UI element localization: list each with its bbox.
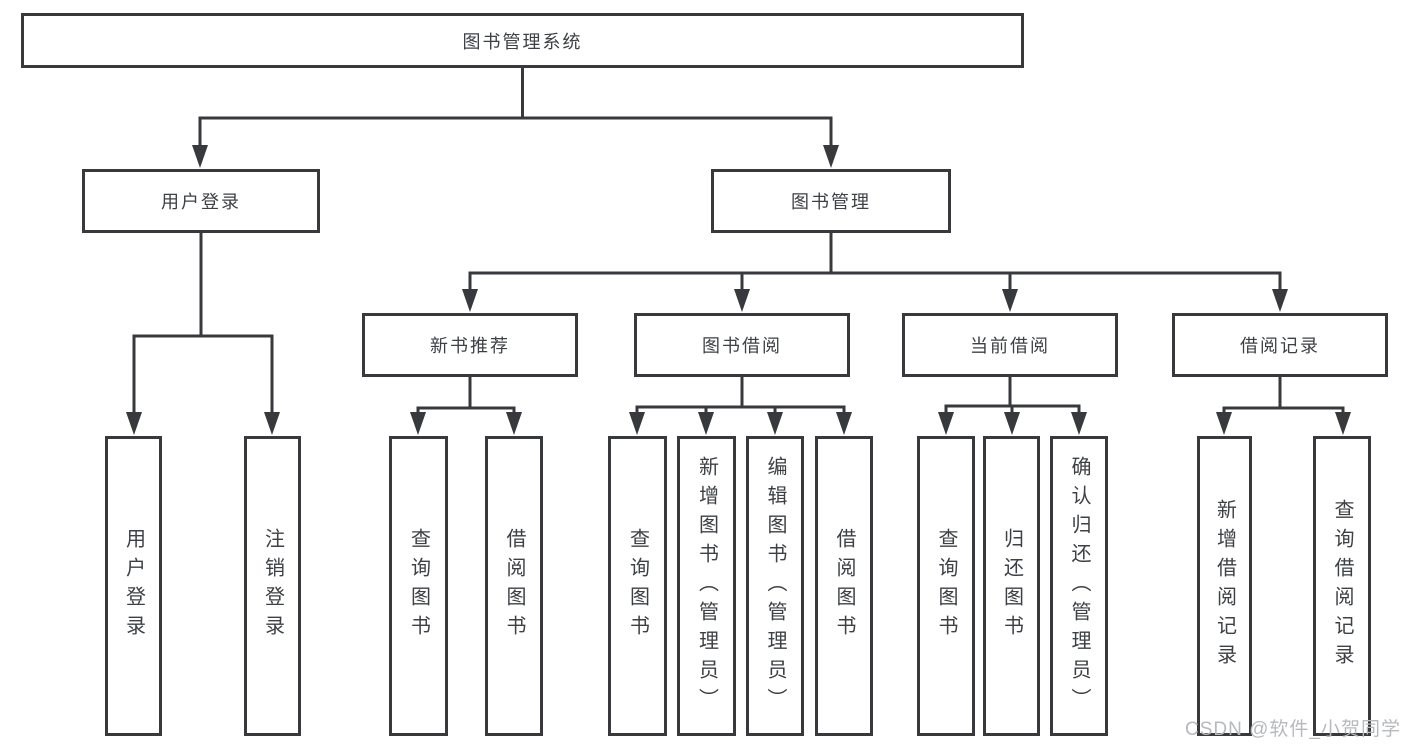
leaf-user-login: 用户登录 [105,436,162,736]
node-root-system: 图书管理系统 [21,13,1024,68]
node-book-management: 图书管理 [711,169,951,233]
node-book-borrowing: 图书借阅 [634,313,850,377]
leaf-borrow-books-recommend: 借阅图书 [485,436,543,736]
leaf-return-book: 归还图书 [983,436,1040,736]
arrowhead-icons [126,145,1351,435]
csdn-watermark: CSDN @软件_小贺同学 [1185,719,1401,740]
node-user-login: 用户登录 [82,169,320,233]
node-current-borrowing: 当前借阅 [902,313,1118,377]
leaf-add-book-admin: 新增图书（管理员） [677,436,736,736]
leaf-query-books-borrowing: 查询图书 [608,436,667,736]
leaf-query-borrow-record: 查询借阅记录 [1313,436,1371,736]
node-new-book-recommend: 新书推荐 [362,313,578,377]
leaf-query-books-recommend: 查询图书 [389,436,448,736]
node-borrow-records: 借阅记录 [1172,313,1388,377]
leaf-borrow-books-borrowing: 借阅图书 [815,436,873,736]
leaf-add-borrow-record: 新增借阅记录 [1197,436,1252,736]
leaf-query-books-current: 查询图书 [917,436,975,736]
leaf-edit-book-admin: 编辑图书（管理员） [746,436,804,736]
leaf-logout: 注销登录 [244,436,301,736]
leaf-confirm-return-admin: 确认归还（管理员） [1050,436,1108,736]
